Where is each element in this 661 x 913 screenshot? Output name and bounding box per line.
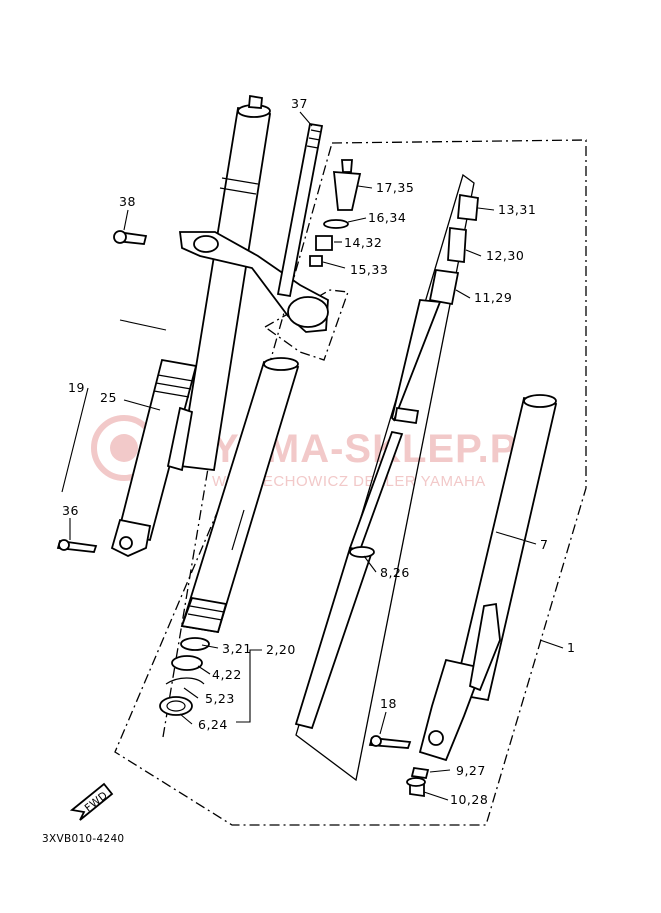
callout-2-20: 2,20 xyxy=(266,642,296,657)
callout-11-29: 11,29 xyxy=(474,290,512,305)
callout-3-21: 3,21 xyxy=(222,641,252,656)
callout-13-31: 13,31 xyxy=(498,202,536,217)
callout-9-27: 9,27 xyxy=(456,763,486,778)
steering-stem xyxy=(276,122,324,298)
callout-19: 19 xyxy=(68,380,85,395)
inner-tube-assembly xyxy=(159,357,300,716)
callout-16-34: 16,34 xyxy=(368,210,406,225)
callout-38: 38 xyxy=(119,194,136,209)
callout-4-22: 4,22 xyxy=(212,667,242,682)
callout-6-24: 6,24 xyxy=(198,717,228,732)
callout-10-28: 10,28 xyxy=(450,792,488,807)
callout-36: 36 xyxy=(62,503,79,518)
callout-17-35: 17,35 xyxy=(376,180,414,195)
callouts: 37 38 17,35 16,34 14,32 15,33 13,31 12,3… xyxy=(62,96,575,807)
fork-cap-parts xyxy=(309,159,362,267)
callout-1: 1 xyxy=(567,640,575,655)
callout-37: 37 xyxy=(291,96,308,111)
catalog-code: 3XVB010-4240 xyxy=(42,833,124,845)
callout-18: 18 xyxy=(380,696,397,711)
callout-25: 25 xyxy=(100,390,117,405)
damper-rod-assembly xyxy=(294,173,479,782)
callout-15-33: 15,33 xyxy=(350,262,388,277)
fwd-arrow: FWD xyxy=(69,782,114,821)
callout-7: 7 xyxy=(540,537,548,552)
watermark-tagline: WOJCIECHOWICZ DEALER YAMAHA xyxy=(212,473,486,490)
leader-lines xyxy=(61,111,564,801)
callout-5-23: 5,23 xyxy=(205,691,235,706)
right-fork-assembly xyxy=(368,394,558,798)
callout-14-32: 14,32 xyxy=(344,235,382,250)
callout-12-30: 12,30 xyxy=(486,248,524,263)
callout-8-26: 8,26 xyxy=(380,565,410,580)
left-fork-assembly xyxy=(56,94,329,557)
